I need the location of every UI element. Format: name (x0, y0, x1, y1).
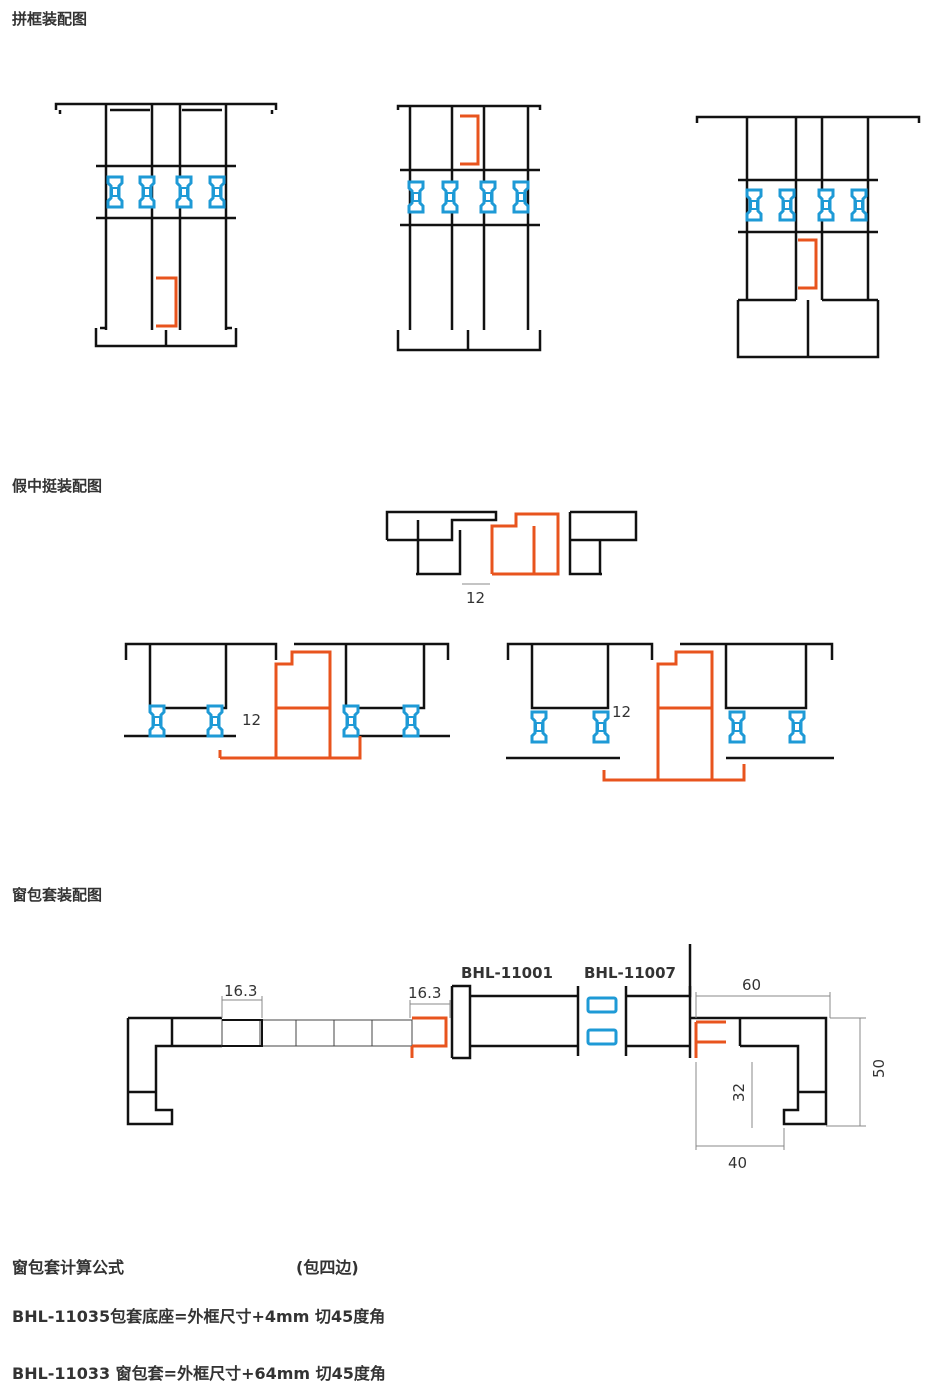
fake-mullion-left-gaskets (148, 704, 420, 738)
window-cover-diagram: 16.3 16.3 60 50 32 40 BHL-11001 BHL-1100… (126, 944, 888, 1172)
window-cover-assembly-title: 窗包套装配图 (12, 886, 103, 904)
fake-mullion-right-gaskets (530, 710, 806, 744)
mullion-diagram-2-connector (460, 114, 480, 166)
fake-mullion-right: 12 (506, 642, 834, 782)
cover-dim-left-16-3: 16.3 (224, 982, 257, 1000)
mullion-diagram-1-gaskets (106, 175, 226, 209)
mullion-diagram-1 (54, 102, 278, 348)
mullion-diagram-3-connector (798, 238, 818, 290)
mullion-diagram-2 (396, 104, 542, 352)
fake-mullion-left: 12 (124, 642, 450, 760)
mullion-diagram-3-gaskets (745, 188, 868, 222)
cover-dim-32: 32 (730, 1083, 748, 1102)
formula-title: 窗包套计算公式 (12, 1258, 125, 1277)
cover-dim-50: 50 (870, 1059, 888, 1078)
mullion-diagram-3 (695, 115, 921, 359)
gap-dimension-right: 12 (612, 703, 631, 721)
cover-dim-right-16-3: 16.3 (408, 984, 441, 1002)
cover-dim-40: 40 (728, 1154, 747, 1172)
formula-note: (包四边) (296, 1258, 359, 1277)
assembly-drawings: 12 12 (54, 102, 921, 1172)
window-cover-gaskets (586, 996, 618, 1046)
gap-dimension-left: 12 (242, 711, 261, 729)
mullion-assembly-title: 拼框装配图 (12, 10, 88, 28)
gap-dimension-top: 12 (466, 589, 485, 607)
formula-line-2: BHL-11033 窗包套=外框尺寸+64mm 切45度角 (12, 1364, 386, 1383)
cover-dim-60: 60 (742, 976, 761, 994)
mullion-diagram-2-gaskets (407, 180, 530, 214)
formula-line-1: BHL-11035包套底座=外框尺寸+4mm 切45度角 (12, 1307, 386, 1326)
fake-mullion-assembly-title: 假中挺装配图 (12, 477, 103, 495)
part-label-bhl-11007: BHL-11007 (584, 964, 676, 982)
part-label-bhl-11001: BHL-11001 (461, 964, 553, 982)
fake-mullion-top: 12 (385, 510, 638, 607)
mullion-diagram-1-connector (156, 276, 178, 328)
